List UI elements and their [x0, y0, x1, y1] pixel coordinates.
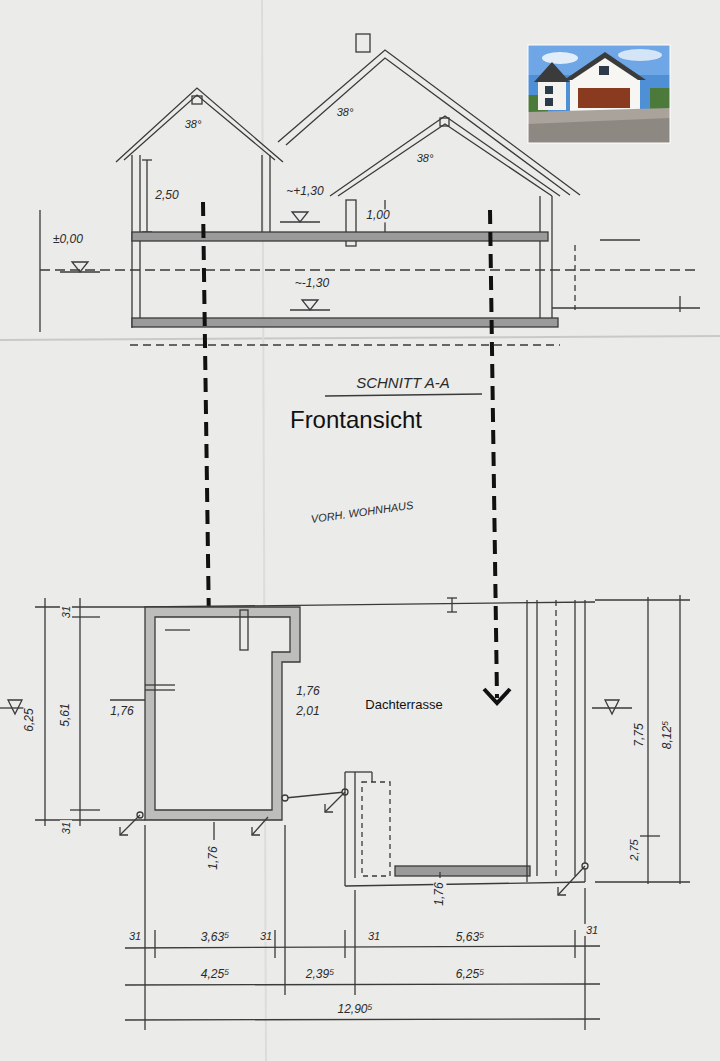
dimension-label: 1,76 [294, 685, 321, 698]
section-title: SCHNITT A-A [354, 375, 452, 392]
room-label: Dachterrasse [363, 698, 444, 712]
level-label: ±0,00 [51, 233, 85, 246]
dimension-label: 2,50 [153, 189, 180, 202]
dimension-label: 31 [584, 924, 600, 936]
dimension-label: 1,76 [108, 705, 135, 718]
dimension-label: 6,25⁵ [454, 968, 486, 981]
dimension-label: 2,01 [294, 705, 321, 718]
dimension-label: 1,76 [433, 880, 446, 907]
dimension-label: 1,00 [364, 209, 391, 222]
floor-plan [0, 595, 690, 1030]
dimension-label: 31 [366, 930, 382, 942]
dimension-label: 4,25⁵ [199, 968, 231, 981]
dimension-label: 3,63⁵ [199, 931, 231, 944]
angle-label: 38° [183, 118, 204, 130]
dimension-label: 8,12⁵ [661, 719, 674, 751]
dimension-label: 1,76 [207, 844, 220, 871]
dimension-label: 7,75 [633, 721, 646, 748]
dimension-label: 31 [60, 820, 72, 836]
note-label: VORH. WOHNHAUS [308, 499, 416, 526]
angle-label: 38° [335, 106, 356, 118]
view-title: Frontansicht [288, 407, 424, 433]
dimension-label: 2,75 [628, 837, 640, 862]
dimension-label: 12,90⁵ [335, 1003, 374, 1016]
dimension-label: 31 [258, 930, 274, 942]
dimension-label: 5,63⁵ [454, 931, 486, 944]
dimension-label: 31 [60, 604, 72, 620]
level-label: ~+1,30 [284, 185, 325, 198]
dimension-label: 6,25 [23, 706, 36, 733]
dimension-label: 2,39⁵ [304, 968, 336, 981]
level-label: ~-1,30 [293, 277, 331, 290]
dimension-label: 31 [127, 930, 143, 942]
dimension-label: 5,61 [59, 701, 72, 728]
angle-label: 38° [415, 152, 436, 164]
house-photo [528, 45, 670, 143]
